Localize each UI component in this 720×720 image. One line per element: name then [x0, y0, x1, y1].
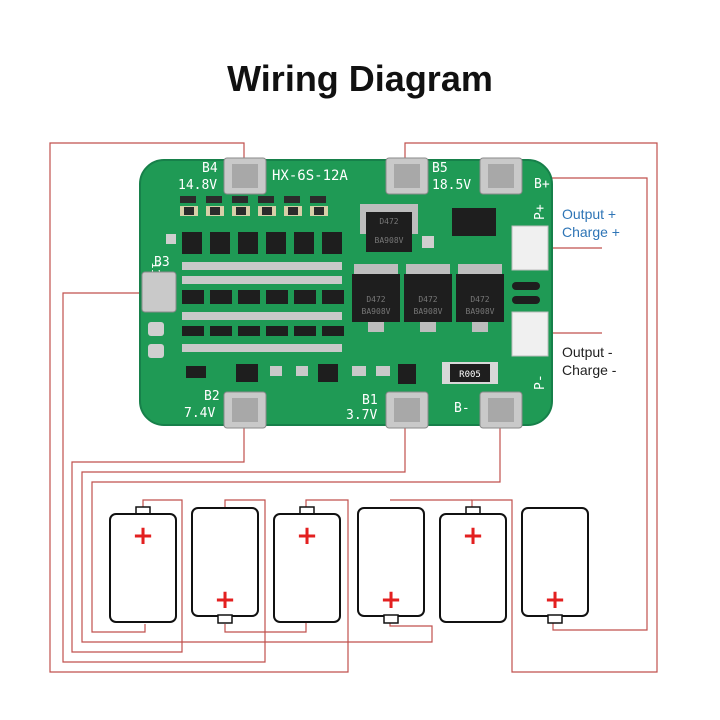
page-title: Wiring Diagram — [227, 58, 493, 99]
output-plus-label: Output + — [562, 206, 616, 222]
output-minus-label: Output - — [562, 344, 613, 360]
pad-label-b-plus-top: B+ — [534, 177, 550, 192]
battery-row: + + + + + + — [109, 506, 589, 624]
chip-label-d472: D472 — [366, 295, 385, 304]
wires — [49, 142, 658, 673]
output-labels: Output + Charge + Output - Charge - — [562, 206, 620, 378]
battery-1-plus-icon: + — [132, 521, 154, 551]
smd-top-row — [180, 196, 328, 216]
battery-5-plus-icon: + — [462, 521, 484, 551]
chip-label-d472: D472 — [379, 217, 398, 226]
wire-b4 — [49, 142, 349, 673]
wire-b2 — [71, 422, 245, 653]
left-small-pads — [148, 234, 176, 358]
output-connector-pads — [511, 225, 549, 357]
pad-label-b3: B3 — [154, 255, 170, 270]
pad-voltage-b1: 3.7V — [346, 408, 377, 423]
pad-voltage-b5: 18.5V — [432, 178, 471, 193]
chip-label-ba908v: BA908V — [362, 307, 391, 316]
battery-cell-1: + — [109, 506, 177, 623]
wire-bminus — [91, 422, 501, 633]
pad-b3 — [141, 271, 177, 313]
pad-label-b4: B4 — [202, 161, 218, 176]
pad-label-pminus: P- — [533, 374, 548, 390]
battery-cell-4: + — [357, 507, 425, 624]
battery-cell-6: + — [521, 507, 589, 624]
wire-b3 — [62, 292, 266, 663]
pad-label-b2: B2 — [204, 389, 220, 404]
mosfet-row: D472 BA908V D472 BA908V D472 BA908V — [352, 264, 504, 332]
pad-voltage-b4: 14.8V — [178, 178, 217, 193]
pad-label-b5: B5 — [432, 161, 448, 176]
battery-4-plus-icon: + — [380, 585, 402, 615]
pcb-board: D472 BA908V D472 BA908V D472 BA908V D472… — [139, 159, 553, 426]
charge-plus-label: Charge + — [562, 224, 620, 240]
transistor-top: D472 BA908V — [360, 204, 496, 252]
battery-cell-3: + — [273, 506, 341, 623]
chip-label-ba908v: BA908V — [466, 307, 495, 316]
wire-b5 — [404, 142, 658, 673]
pad-labels: B4 14.8V B5 18.5V B3 B2 7.4V B1 3.7V B- … — [154, 161, 550, 423]
shunt-resistor: R005 — [442, 362, 498, 384]
chip-label-d472: D472 — [470, 295, 489, 304]
battery-2-plus-icon: + — [214, 585, 236, 615]
wire-pplus — [500, 177, 648, 631]
solder-pads — [141, 157, 523, 429]
battery-3-plus-icon: + — [296, 521, 318, 551]
ic-array — [182, 232, 416, 384]
battery-cell-5: + — [439, 506, 507, 623]
battery-cell-2: + — [191, 507, 259, 624]
charge-minus-label: Charge - — [562, 362, 617, 378]
wire-b1 — [81, 422, 433, 643]
chip-label-ba908v: BA908V — [375, 236, 404, 245]
pad-label-pplus: P+ — [533, 204, 548, 220]
pad-label-bminus: B- — [454, 401, 470, 416]
pad-label-b1: B1 — [362, 393, 378, 408]
chip-label-d472: D472 — [418, 295, 437, 304]
chip-label-r005: R005 — [459, 370, 481, 380]
battery-6-plus-icon: + — [544, 585, 566, 615]
board-model: HX-6S-12A — [272, 168, 348, 184]
pad-voltage-b2: 7.4V — [184, 406, 215, 421]
chip-label-ba908v: BA908V — [414, 307, 443, 316]
